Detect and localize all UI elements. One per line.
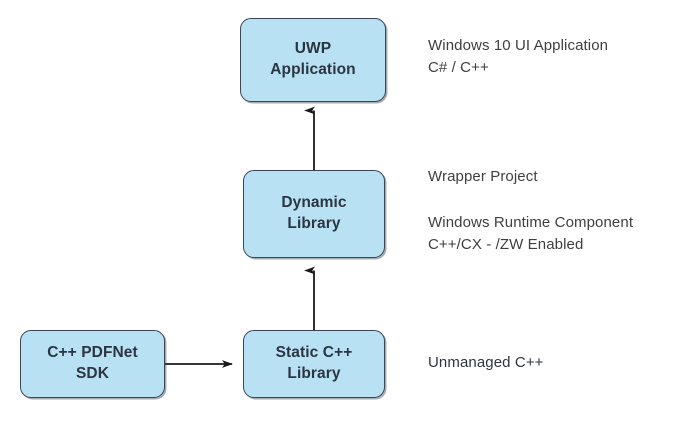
note-unmanaged-cpp: Unmanaged C++ (428, 354, 544, 371)
note-windows-runtime-component: Windows Runtime Component C++/CX - /ZW E… (428, 214, 634, 253)
node-static-cpp-library[interactable]: Static C++ Library (243, 330, 385, 398)
node-uwp-application[interactable]: UWP Application (240, 18, 386, 102)
node-cpp-pdfnet-sdk-label: C++ PDFNet SDK (47, 344, 138, 382)
node-dynamic-library-label: Dynamic Library (281, 194, 347, 232)
node-cpp-pdfnet-sdk[interactable]: C++ PDFNet SDK (20, 330, 165, 398)
node-static-cpp-library-label: Static C++ Library (275, 344, 353, 382)
node-uwp-application-label: UWP Application (270, 40, 356, 78)
node-dynamic-library[interactable]: Dynamic Library (243, 170, 385, 258)
note-wrapper-project: Wrapper Project (428, 168, 538, 185)
note-uwp-application: Windows 10 UI Application C# / C++ (428, 37, 609, 76)
